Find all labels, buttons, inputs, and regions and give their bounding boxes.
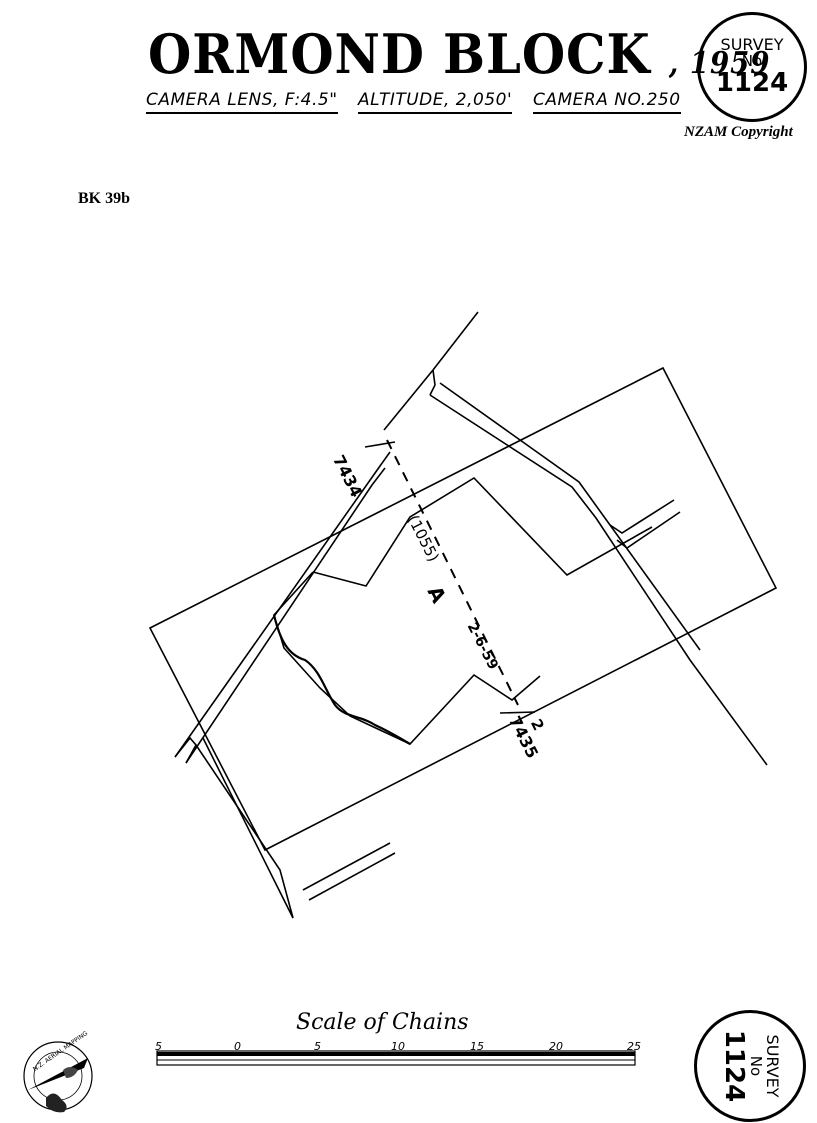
- road-bottom-a: [302, 842, 391, 891]
- stamp-survey-word: SURVEY: [720, 35, 784, 55]
- book-reference: BK 39b: [78, 190, 131, 207]
- stamp-survey-word: SURVEY: [762, 1034, 782, 1098]
- run-tick-bottom: [499, 711, 536, 714]
- scale-tick-label: 0: [234, 1040, 241, 1053]
- scale-bar-outline: [156, 1050, 636, 1066]
- road-diagonal-a: [429, 394, 768, 766]
- survey-stamp-bottom: SURVEY No 1124: [694, 1010, 806, 1122]
- road-left-lower-b: [174, 736, 197, 758]
- scale-bar: [156, 1050, 636, 1066]
- property-boundary-lower: [273, 571, 541, 745]
- road-spur: [609, 499, 675, 534]
- property-boundary: [312, 476, 653, 587]
- scale-tick-label: 20: [549, 1040, 563, 1053]
- stamp-no-word: No: [747, 1055, 766, 1077]
- road-left-b: [185, 467, 386, 764]
- stream-line: [272, 614, 411, 745]
- road-left-lower-a: [185, 743, 294, 919]
- survey-stamp-top: SURVEY No 1124: [697, 12, 807, 122]
- title-text: ORMOND BLOCK: [148, 22, 651, 86]
- road-diagonal-b: [439, 382, 701, 651]
- scale-tick-label: 15: [470, 1040, 484, 1053]
- road-upper-right: [429, 369, 436, 396]
- stamp-no-word: No: [741, 51, 763, 70]
- flight-line: [386, 439, 519, 706]
- copyright-text: NZAM Copyright: [684, 124, 793, 140]
- stamp-number: 1124: [719, 1029, 750, 1103]
- scale-title: Scale of Chains: [296, 1010, 469, 1035]
- camera-lens-label: CAMERA LENS, F:4.5": [146, 90, 338, 114]
- road-left-lower-c: [202, 737, 294, 919]
- nz-aerial-mapping-logo-icon: [23, 1041, 93, 1113]
- run-tick-top: [364, 441, 396, 448]
- scale-bar-fill: [157, 1052, 635, 1056]
- camera-number-label: CAMERA NO.250: [533, 90, 681, 114]
- road-bottom-b: [308, 852, 396, 901]
- scale-tick-label: 5: [155, 1040, 162, 1053]
- stamp-number: 1124: [715, 67, 789, 98]
- road-upper-left: [383, 311, 479, 431]
- altitude-label: ALTITUDE, 2,050': [358, 90, 513, 114]
- coverage-rectangle: [148, 366, 778, 852]
- scale-tick-label: 10: [391, 1040, 405, 1053]
- road-left-a: [174, 451, 391, 758]
- scale-tick-label: 25: [627, 1040, 641, 1053]
- scale-tick-label: 5: [314, 1040, 321, 1053]
- road-spur-b: [616, 511, 681, 549]
